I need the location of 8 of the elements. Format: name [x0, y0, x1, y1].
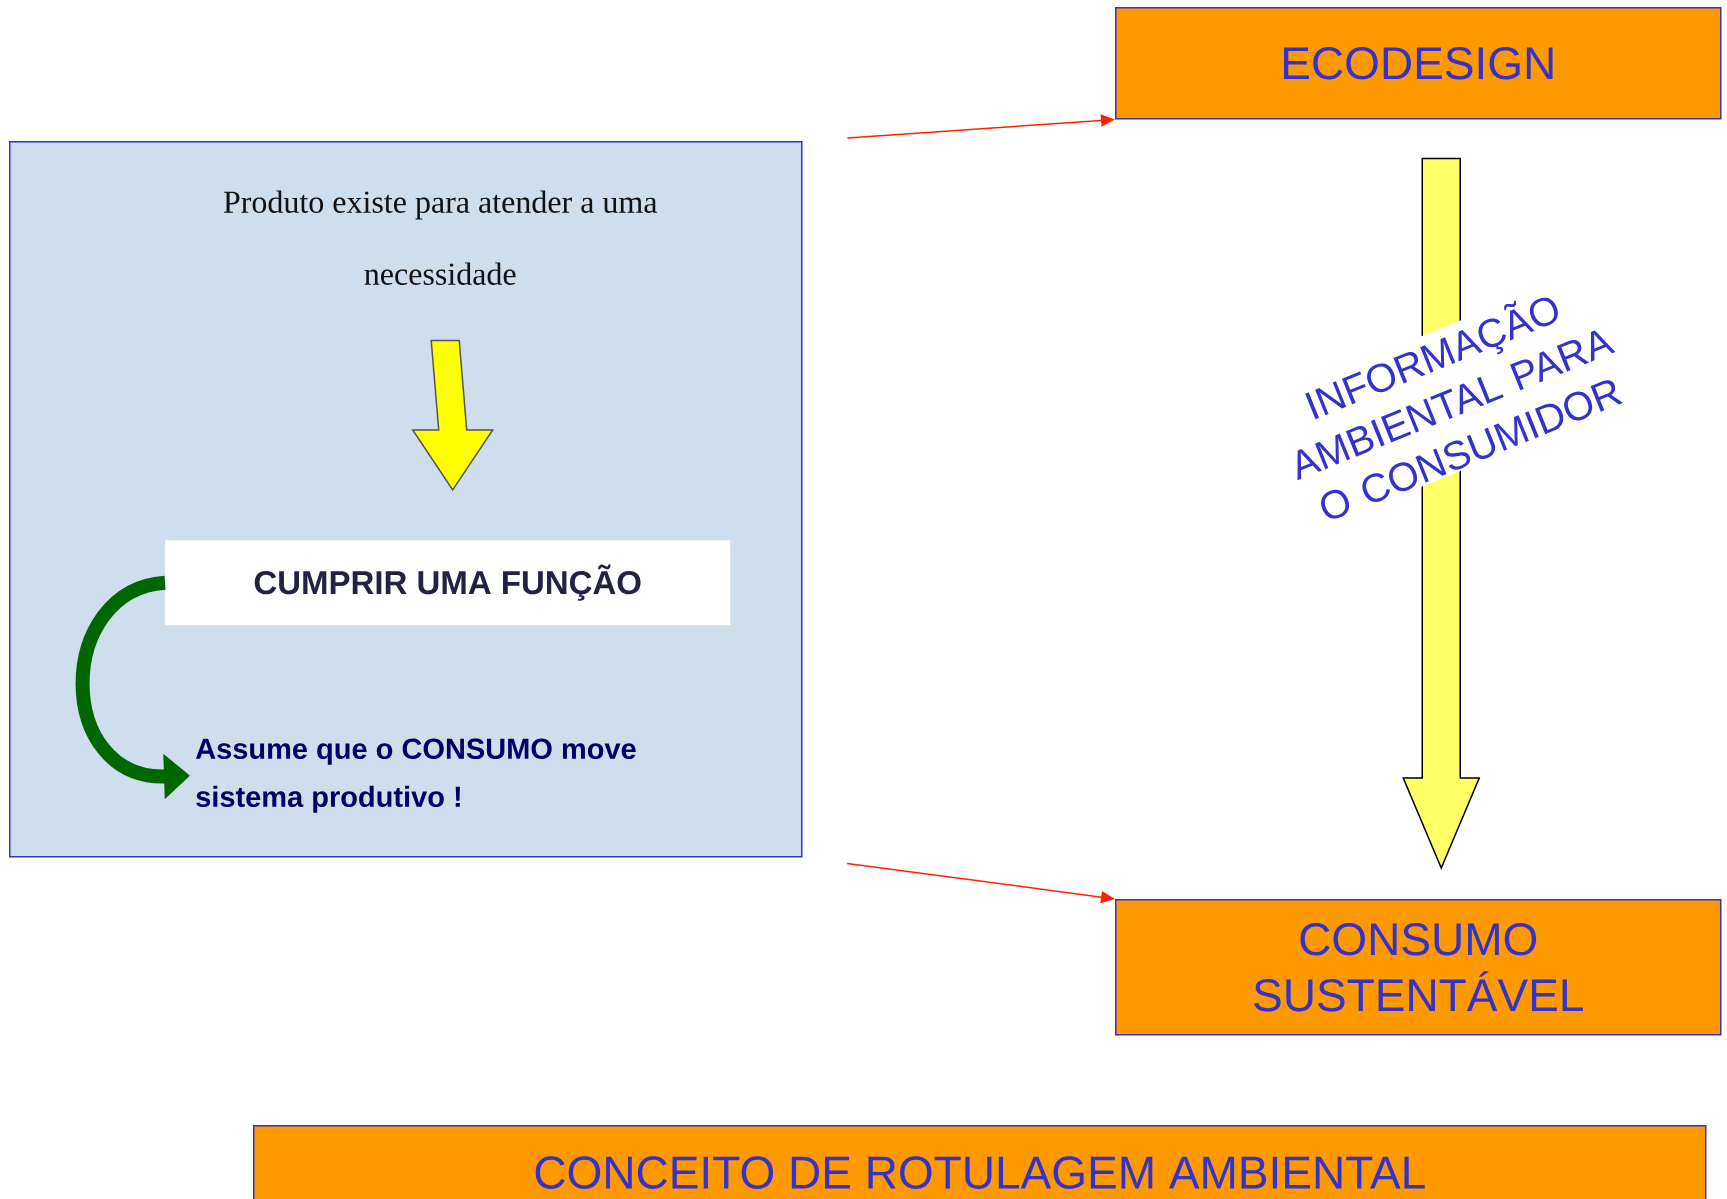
- picture-panel: [9, 141, 803, 858]
- statement-text: Produto existe para atender a uma necessidade: [223, 190, 658, 285]
- concept-box: CONSUMO SUSTENTÁVEL: [1115, 899, 1722, 1036]
- block-arrow: [411, 339, 495, 492]
- concept-box: ECODESIGN: [1115, 7, 1722, 120]
- function-band: CUMPRIR UMA FUNÇÃO: [165, 540, 731, 626]
- title-banner: CONCEITO DE ROTULAGEM AMBIENTAL: [253, 1125, 1707, 1199]
- assumption-text: Assume que o CONSUMO move sistema produtivo !: [195, 738, 636, 813]
